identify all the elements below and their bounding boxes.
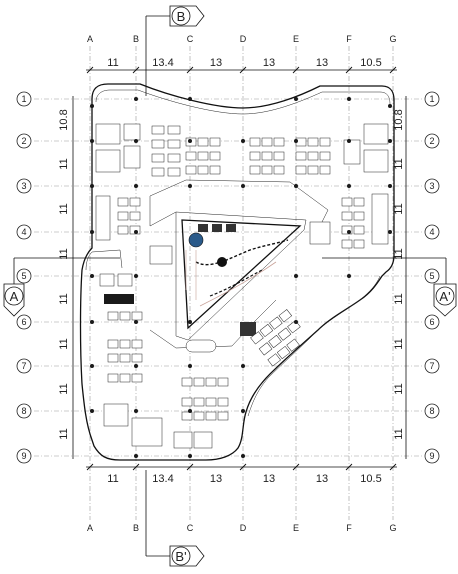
dim-left-2: 11 — [58, 158, 70, 169]
section-label-bottom: B' — [175, 549, 186, 564]
col-label-f-bottom: F — [346, 523, 352, 533]
section-label-top: B — [177, 9, 186, 24]
dim-right-4: 11 — [393, 248, 405, 259]
row-labels-left: 1 2 3 4 5 6 7 8 9 — [16, 91, 32, 464]
col-label-d-bottom: D — [240, 523, 247, 533]
dim-top-6: 10.5 — [360, 57, 381, 69]
dim-left-7: 11 — [58, 383, 70, 394]
desk-clusters — [95, 123, 389, 449]
row-label-5-left: 5 — [21, 271, 26, 281]
dim-right-7: 11 — [393, 383, 405, 394]
dim-top-1: 11 — [107, 57, 118, 69]
row-label-2-left: 2 — [21, 136, 26, 146]
col-label-e-top: E — [293, 34, 299, 44]
dim-left-3: 11 — [58, 203, 70, 214]
horizontal-dimensions-top: 11 13.4 13 13 13 10.5 — [107, 57, 381, 69]
row-label-4-left: 4 — [21, 227, 26, 237]
structural-columns — [90, 97, 392, 458]
dimension-lines — [72, 66, 407, 471]
section-marker-bottom: B' — [145, 470, 205, 567]
row-label-3-right: 3 — [429, 181, 434, 191]
dim-bottom-5: 13 — [316, 473, 328, 485]
vertical-dimensions-left: 10.8 11 11 11 11 11 11 11 — [58, 109, 70, 439]
column-labels-top: A B C D E F G — [87, 34, 397, 44]
dim-top-3: 13 — [210, 57, 222, 69]
dim-left-8: 11 — [58, 428, 70, 439]
row-label-8-left: 8 — [21, 406, 26, 416]
dim-right-1: 10.8 — [393, 109, 405, 130]
dim-right-2: 11 — [393, 158, 405, 169]
row-label-9-left: 9 — [21, 451, 26, 461]
building-outline — [79, 83, 395, 461]
col-label-c-top: C — [187, 34, 194, 44]
dim-right-8: 11 — [393, 428, 405, 439]
dim-left-5: 11 — [58, 293, 70, 304]
dim-right-3: 11 — [393, 203, 405, 214]
dim-right-5: 11 — [393, 293, 405, 304]
dim-right-6: 11 — [393, 338, 405, 349]
section-marker-top: B — [145, 5, 205, 96]
dim-left-4: 11 — [58, 248, 70, 259]
col-label-d-top: D — [240, 34, 247, 44]
row-label-1-right: 1 — [429, 94, 434, 104]
dim-bottom-3: 13 — [210, 473, 222, 485]
central-atrium — [149, 179, 329, 353]
dim-bottom-6: 10.5 — [360, 473, 381, 485]
col-label-e-bottom: E — [293, 523, 299, 533]
row-label-2-right: 2 — [429, 136, 434, 146]
row-label-6-left: 6 — [21, 317, 26, 327]
dim-top-5: 13 — [316, 57, 328, 69]
col-label-b-bottom: B — [133, 523, 139, 533]
vertical-dimensions-right: 10.8 11 11 11 11 11 11 11 — [393, 109, 405, 439]
col-label-g-bottom: G — [389, 523, 396, 533]
row-labels-right: 1 2 3 4 5 6 7 8 9 — [424, 91, 440, 464]
col-label-f-top: F — [346, 34, 352, 44]
col-label-c-bottom: C — [187, 523, 194, 533]
section-label-right: A' — [439, 289, 450, 304]
column-labels-bottom: A B C D E F G — [87, 523, 397, 533]
row-label-5-right: 5 — [429, 271, 434, 281]
col-label-a-top: A — [87, 34, 93, 44]
dim-top-4: 13 — [263, 57, 275, 69]
dim-bottom-1: 11 — [107, 473, 118, 485]
row-label-7-left: 7 — [21, 361, 26, 371]
section-marker-left: A — [3, 257, 120, 317]
dim-bottom-4: 13 — [263, 473, 275, 485]
row-label-1-left: 1 — [21, 94, 26, 104]
section-label-left: A — [10, 289, 19, 304]
dim-bottom-2: 13.4 — [152, 473, 173, 485]
col-label-g-top: G — [389, 34, 396, 44]
col-label-a-bottom: A — [87, 523, 93, 533]
row-label-9-right: 9 — [429, 451, 434, 461]
row-label-4-right: 4 — [429, 227, 434, 237]
dim-left-1: 10.8 — [58, 109, 70, 130]
horizontal-dimensions-bottom: 11 13.4 13 13 13 10.5 — [107, 473, 381, 485]
row-label-7-right: 7 — [429, 361, 434, 371]
row-label-6-right: 6 — [429, 317, 434, 327]
row-label-3-left: 3 — [21, 181, 26, 191]
section-marker-right: A' — [322, 257, 457, 317]
dim-left-6: 11 — [58, 338, 70, 349]
row-label-8-right: 8 — [429, 406, 434, 416]
col-label-b-top: B — [133, 34, 139, 44]
dim-top-2: 13.4 — [152, 57, 173, 69]
